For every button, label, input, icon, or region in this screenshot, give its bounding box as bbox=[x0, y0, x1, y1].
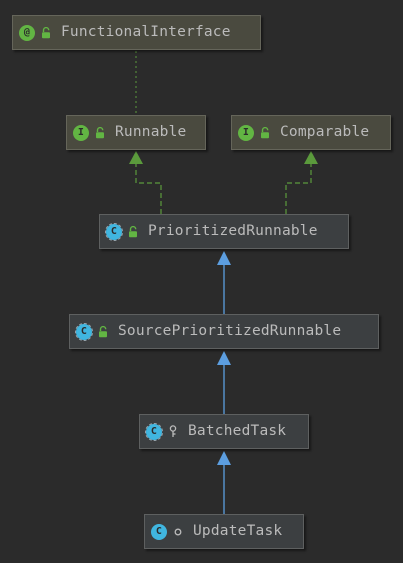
node-label: Runnable bbox=[115, 124, 187, 141]
abstract-class-icon: C bbox=[105, 222, 123, 241]
public-lock-icon bbox=[40, 26, 52, 40]
node-label: FunctionalInterface bbox=[61, 24, 231, 41]
node-functional-interface[interactable]: @ FunctionalInterface bbox=[12, 15, 261, 50]
node-source-prioritized-runnable[interactable]: C SourcePrioritizedRunnable bbox=[69, 314, 379, 349]
package-private-key-icon bbox=[167, 425, 179, 439]
edge-extends-prioritized-runnable bbox=[217, 251, 231, 314]
edge-implements-comparable bbox=[285, 151, 318, 214]
node-comparable[interactable]: I Comparable bbox=[231, 115, 391, 150]
class-icon: C bbox=[151, 523, 167, 540]
public-lock-icon bbox=[97, 325, 109, 339]
node-label: BatchedTask bbox=[188, 423, 287, 440]
node-label: Comparable bbox=[280, 124, 370, 141]
interface-icon: I bbox=[73, 124, 89, 141]
node-update-task[interactable]: C UpdateTask bbox=[144, 514, 304, 549]
node-label: SourcePrioritizedRunnable bbox=[118, 323, 342, 340]
annotation-type-icon: @ bbox=[19, 24, 35, 41]
node-runnable[interactable]: I Runnable bbox=[66, 115, 206, 150]
node-label: UpdateTask bbox=[193, 523, 283, 540]
abstract-class-icon: C bbox=[145, 422, 163, 441]
public-lock-icon bbox=[94, 126, 106, 140]
edge-extends-source-prioritized-runnable bbox=[217, 351, 231, 414]
private-visibility-icon bbox=[172, 525, 184, 539]
edge-implements-runnable bbox=[129, 151, 162, 214]
abstract-class-icon: C bbox=[75, 322, 93, 341]
node-prioritized-runnable[interactable]: C PrioritizedRunnable bbox=[99, 214, 349, 249]
interface-icon: I bbox=[238, 124, 254, 141]
public-lock-icon bbox=[259, 126, 271, 140]
edge-extends-batched-task bbox=[217, 451, 231, 514]
public-lock-icon bbox=[127, 225, 139, 239]
node-label: PrioritizedRunnable bbox=[148, 223, 318, 240]
node-batched-task[interactable]: C BatchedTask bbox=[139, 414, 309, 449]
